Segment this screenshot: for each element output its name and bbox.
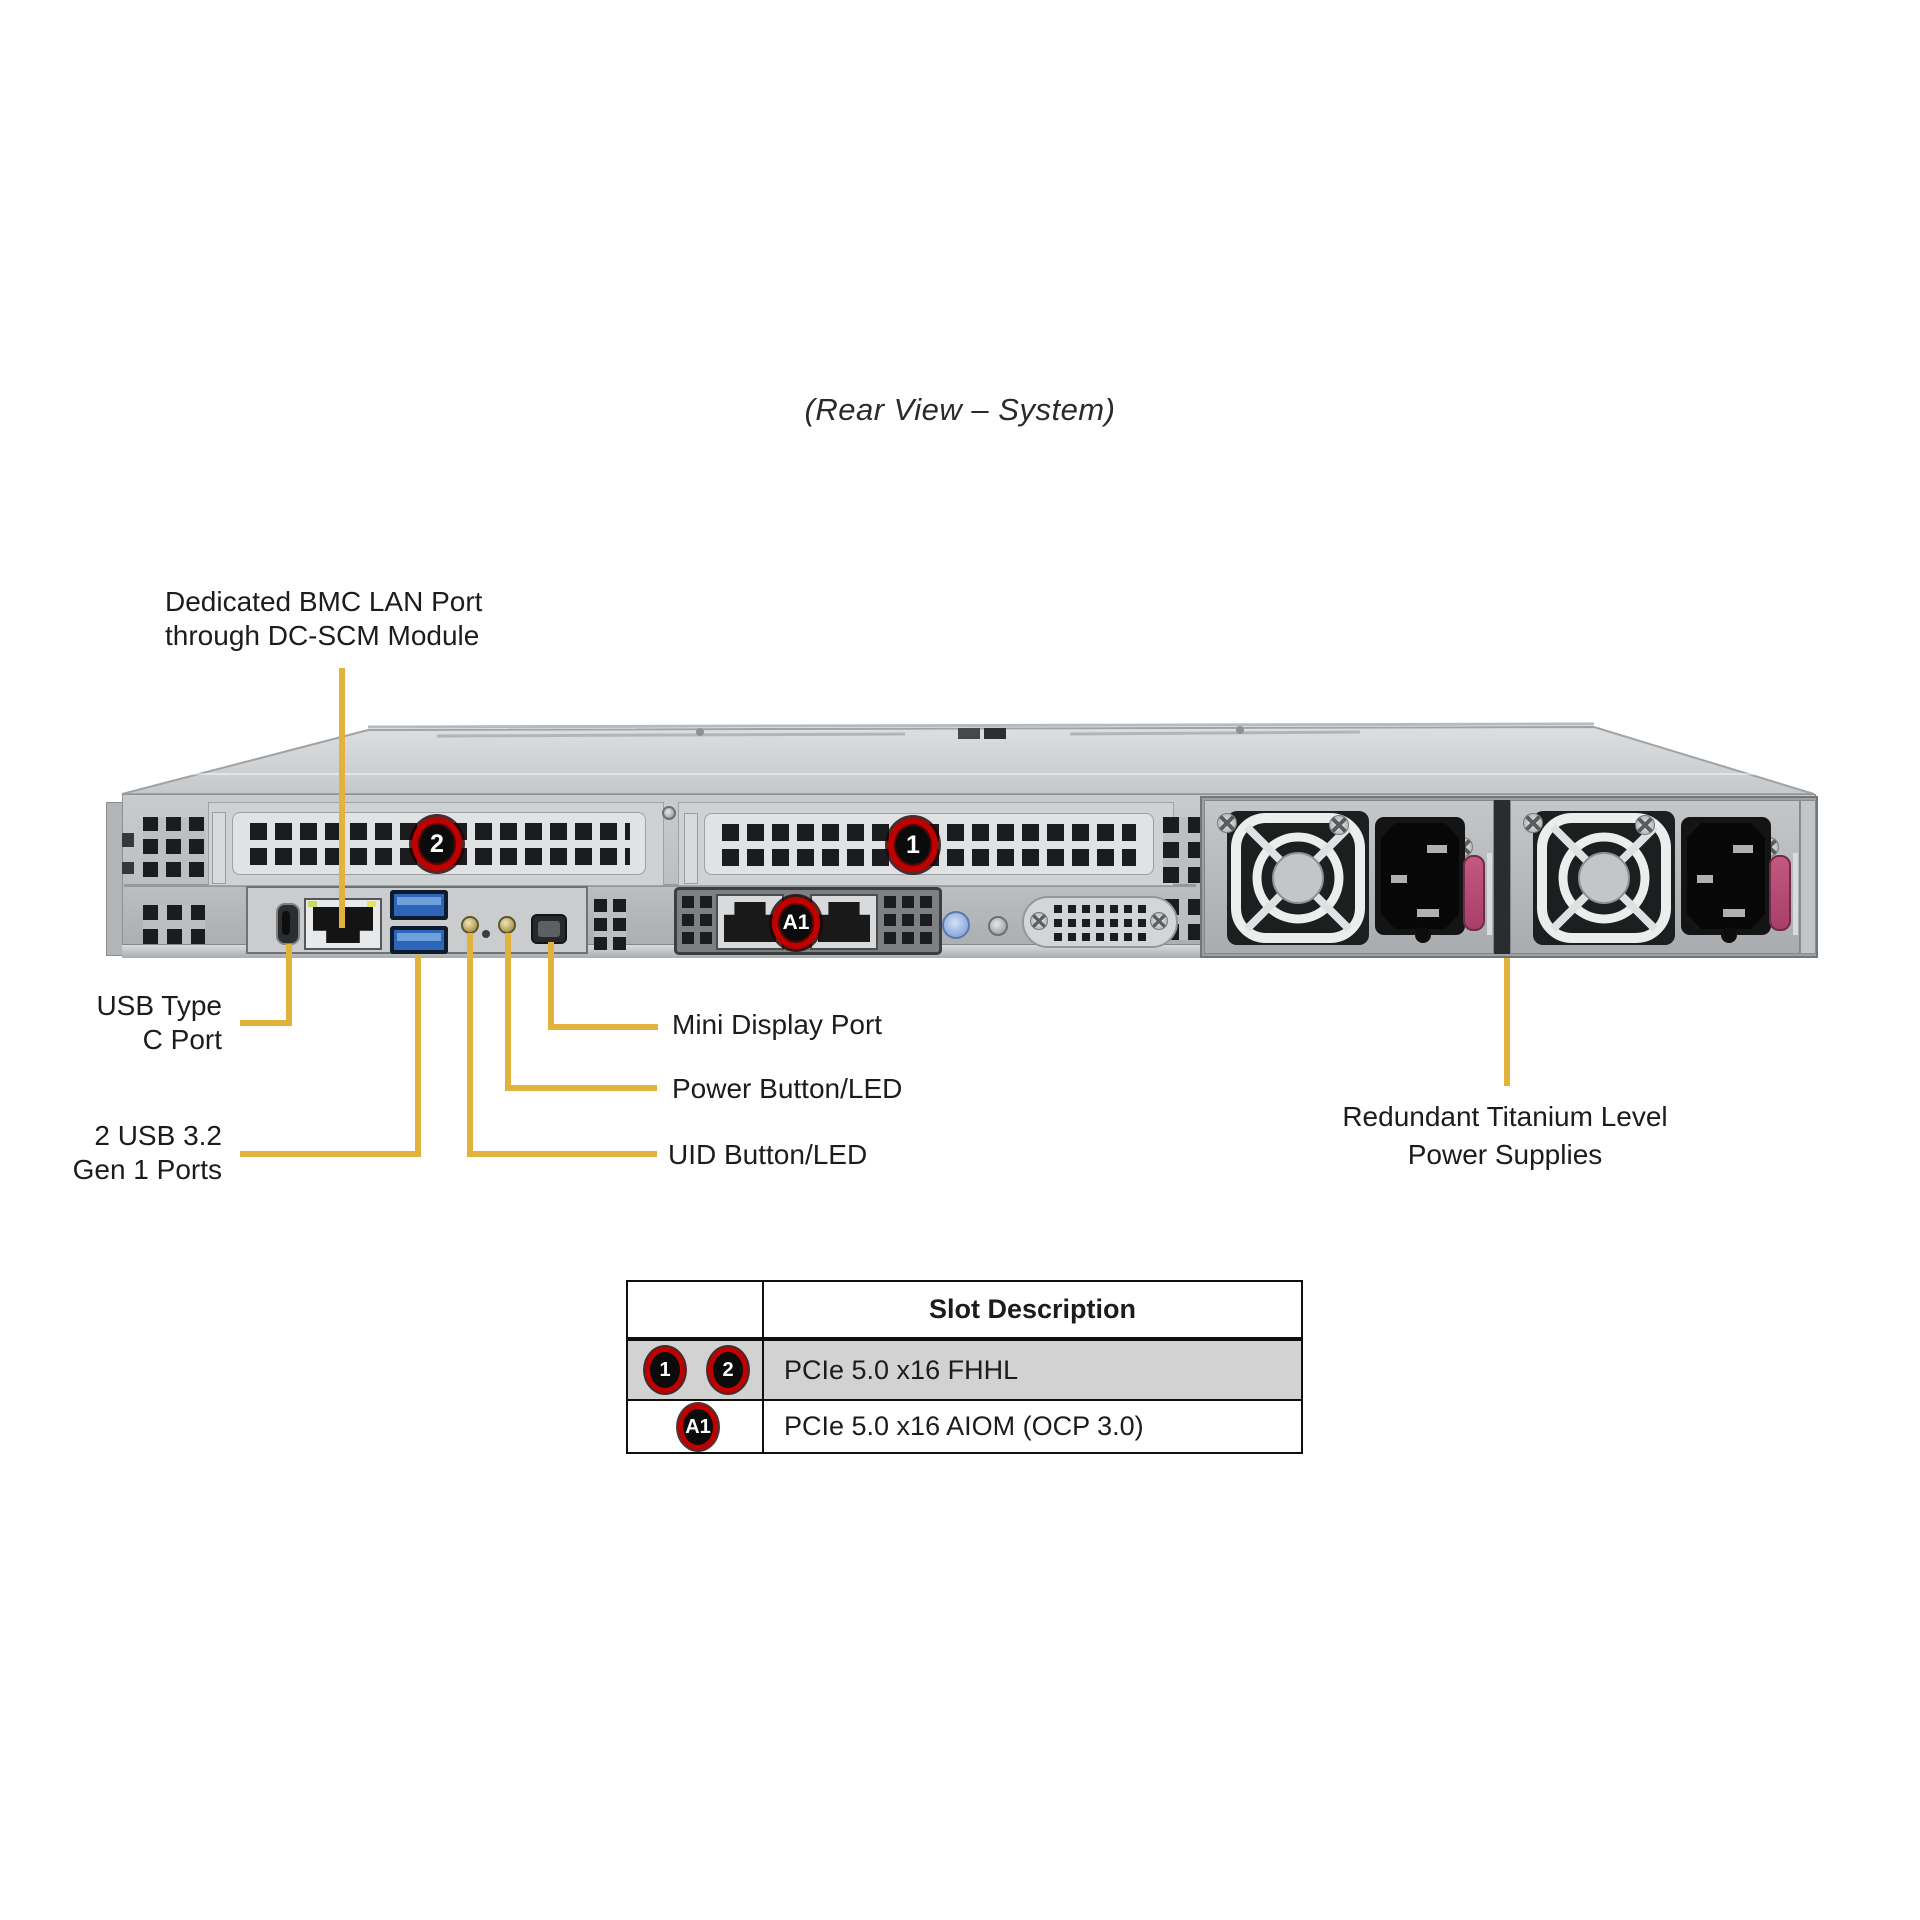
leader-minidp-v xyxy=(548,942,554,1030)
table-badge-a1: A1 xyxy=(678,1404,718,1450)
psu-screw xyxy=(1523,813,1543,833)
aiom-badge: A1 xyxy=(772,897,820,949)
top-vent-mark xyxy=(958,728,980,739)
chassis-notch xyxy=(122,862,134,874)
panel-screw xyxy=(662,806,676,820)
vent-holes-mid-upper xyxy=(1163,817,1204,883)
aiom-vent-right xyxy=(884,896,932,944)
table-header-label: Slot Description xyxy=(928,1294,1137,1324)
usbc-callout: USB Type C Port xyxy=(60,989,222,1057)
bmc-lan-callout: Dedicated BMC LAN Port through DC-SCM Mo… xyxy=(165,585,482,653)
minidp-callout: Mini Display Port xyxy=(672,1009,883,1040)
psu-screw xyxy=(1329,815,1349,835)
psu-release-handle xyxy=(1463,855,1485,931)
status-led xyxy=(482,930,490,938)
power-button xyxy=(498,916,516,934)
leader-usb32-h xyxy=(240,1151,421,1157)
leader-psu xyxy=(1504,958,1510,1086)
page-title: (Rear View – System) xyxy=(804,392,1116,427)
usb32-callout-line2: Gen 1 Ports xyxy=(72,1154,222,1185)
usb32-port-bottom xyxy=(390,926,448,954)
psu-callout: Redundant Titanium Level Power Supplies xyxy=(1305,1098,1705,1174)
psu-callout-line2: Power Supplies xyxy=(1407,1139,1603,1170)
vent-panel-screw xyxy=(1150,912,1168,930)
table-row-aiom: A1 PCIe 5.0 x16 AIOM (OCP 3.0) xyxy=(628,1401,1301,1452)
psu-fan xyxy=(1227,811,1369,945)
slot-description-table: Slot Description 1 2 PCIe 5.0 x16 FHHL A… xyxy=(626,1280,1303,1454)
psu-rail xyxy=(1487,853,1492,935)
vent-holes-left-upper xyxy=(143,817,205,877)
table-row2-description: PCIe 5.0 x16 AIOM (OCP 3.0) xyxy=(784,1411,1144,1441)
table-badge-2: 2 xyxy=(708,1347,748,1393)
table-row2-badges: A1 xyxy=(628,1401,764,1452)
aiom-port-2 xyxy=(810,894,878,950)
psu-divider xyxy=(1494,800,1510,954)
leader-bmc-lan xyxy=(339,668,345,928)
aiom-vent-left xyxy=(682,896,712,944)
leader-usbc-v xyxy=(286,944,292,1026)
leader-minidp-h xyxy=(548,1024,658,1030)
vent-holes-left-lower xyxy=(143,905,205,944)
rack-ear-left xyxy=(106,802,123,956)
top-screw xyxy=(696,728,704,736)
usbc-callout-line2: C Port xyxy=(142,1024,222,1055)
leader-power-v xyxy=(505,933,511,1091)
psu-release-handle xyxy=(1769,855,1791,931)
slot2-badge: 2 xyxy=(412,817,462,871)
psu-2 xyxy=(1510,800,1800,954)
psu-power-inlet xyxy=(1681,817,1771,935)
leader-usbc-h xyxy=(240,1020,292,1026)
chassis-top-face xyxy=(121,722,1815,795)
psu-rail xyxy=(1793,853,1798,935)
chassis-notch xyxy=(122,833,134,847)
slot1-badge: 1 xyxy=(888,818,938,872)
psu-callout-line1: Redundant Titanium Level xyxy=(1342,1101,1668,1132)
psu-bay-right-column xyxy=(1800,800,1816,954)
vent-holes-dcscm-right xyxy=(594,899,626,950)
table-row1-description: PCIe 5.0 x16 FHHL xyxy=(784,1354,1019,1385)
table-header-badge-cell xyxy=(628,1282,764,1337)
leader-uid-v xyxy=(467,933,473,1157)
uid-callout: UID Button/LED xyxy=(668,1139,868,1170)
uid-button xyxy=(461,916,479,934)
usb32-callout-line1: 2 USB 3.2 xyxy=(94,1120,222,1151)
bmc-lan-callout-line1: Dedicated BMC LAN Port xyxy=(165,586,483,617)
power-callout: Power Button/LED xyxy=(672,1073,903,1104)
top-screw xyxy=(1236,726,1244,734)
table-row-fhhl: 1 2 PCIe 5.0 x16 FHHL xyxy=(628,1341,1301,1401)
psu-vent-hole xyxy=(1415,927,1431,943)
psu-screw xyxy=(1217,813,1237,833)
mini-displayport xyxy=(531,914,567,944)
usb32-port-top xyxy=(390,890,448,920)
riser-latch xyxy=(212,812,226,884)
top-vent-mark xyxy=(984,728,1006,739)
leader-power-h xyxy=(505,1085,657,1091)
table-badge-1: 1 xyxy=(645,1347,685,1393)
usb32-callout: 2 USB 3.2 Gen 1 Ports xyxy=(40,1119,222,1187)
bmc-lan-callout-line2: through DC-SCM Module xyxy=(165,620,480,651)
psu-screw xyxy=(1635,815,1655,835)
leader-uid-h xyxy=(467,1151,657,1157)
vent-panel-holes xyxy=(1054,905,1146,941)
vent-panel-screw xyxy=(1030,912,1048,930)
psu-fan xyxy=(1533,811,1675,945)
usb-type-c-port xyxy=(276,903,300,945)
psu-power-inlet xyxy=(1375,817,1465,935)
psu-1 xyxy=(1204,800,1494,954)
face-screw xyxy=(988,916,1008,936)
lan-led xyxy=(367,901,376,907)
usbc-callout-line1: USB Type xyxy=(96,990,222,1021)
thumbscrew xyxy=(942,911,970,939)
lan-led xyxy=(308,901,317,907)
psu-vent-hole xyxy=(1721,927,1737,943)
leader-usb32-v xyxy=(415,955,421,1157)
riser-latch xyxy=(684,813,698,884)
table-row1-badges: 1 2 xyxy=(628,1341,764,1399)
table-header-row: Slot Description xyxy=(628,1282,1301,1341)
